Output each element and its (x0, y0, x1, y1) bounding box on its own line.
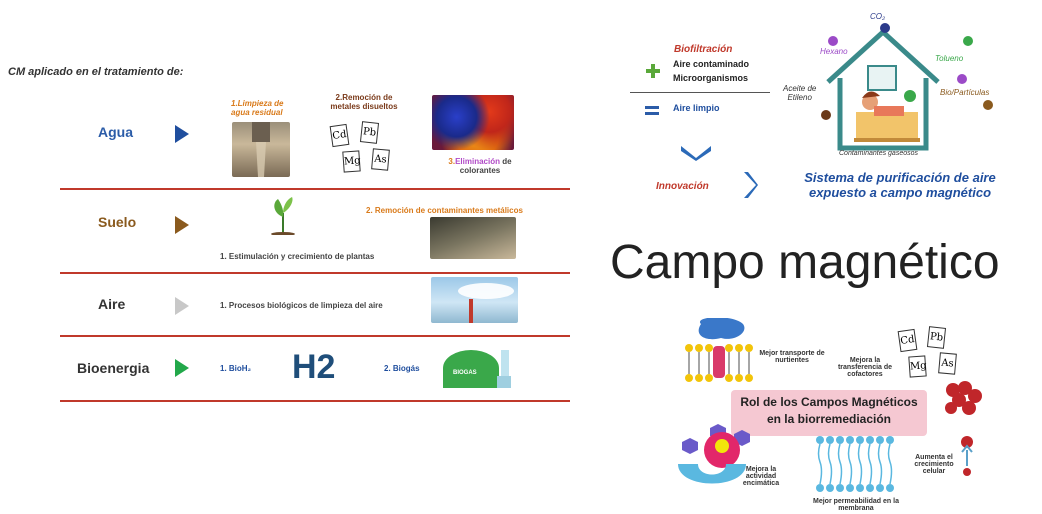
right-element-pb: Pb (926, 326, 947, 349)
row-divider-3 (60, 335, 570, 337)
flow-divider (630, 92, 770, 93)
aire-item1: 1. Procesos biológicos de limpieza del a… (220, 301, 383, 310)
suelo-item2: 2. Remoción de contaminantes metálicos (366, 206, 523, 215)
aceite-dot (821, 110, 831, 120)
arrow-agua-icon (175, 125, 189, 143)
campo-magnetico-title: Campo magnético (610, 236, 1000, 289)
row-label-bioenergia: Bioenergia (77, 360, 150, 376)
aumenta-label: Aumenta el crecimiento celular (914, 454, 954, 475)
wastewater-photo (232, 122, 290, 177)
aceite-label: Aceite de Etileno (783, 84, 816, 102)
row-divider-4 (60, 400, 570, 402)
bioenergia-item2: 2. Biogás (384, 364, 420, 373)
row-label-agua: Agua (98, 124, 133, 140)
contaminantes-label: Contaminantes gaseosos (839, 150, 918, 157)
mejor-permeabilidad-label: Mejor permeabilidad en la membrana (813, 498, 899, 512)
sistema-line2: expuesto a campo magnético (808, 185, 992, 200)
sistema-line1: Sistema de purificación de aire (804, 170, 996, 185)
dyes-photo (432, 95, 514, 150)
right-element-as: As (938, 352, 957, 375)
tolueno-label: Tolueno (935, 54, 964, 63)
aire-limpio-label: Aire limpio (673, 103, 720, 113)
aire-contaminado-label: Aire contaminado (673, 59, 750, 69)
h2-label: H2 (292, 348, 336, 386)
wastewater-pipe-icon (252, 122, 270, 177)
aceite-line2: Etileno (787, 93, 812, 102)
arrow-aire-icon (175, 297, 189, 315)
membrane-transport-icon (683, 317, 758, 393)
row-label-aire: Aire (98, 296, 126, 312)
element-as: As (371, 148, 390, 171)
arrow-bioenergia-icon (175, 359, 189, 377)
row-label-suelo: Suelo (98, 214, 137, 230)
agua-item3-a: Eliminación (455, 157, 500, 166)
right-element-mg: Mg (908, 355, 927, 378)
chevron-down-icon (681, 143, 711, 166)
mejor-transporte-label: Mejor transporte de nurtientes (759, 350, 825, 364)
smokestack-icon (458, 283, 514, 323)
element-pb: Pb (359, 121, 380, 144)
co2-label: CO₂ (870, 12, 886, 21)
bio-particulas-label: Bio/Partículas (940, 88, 990, 97)
sistema-label: Sistema de purificación de aire expuesto… (785, 170, 1015, 200)
growth-arrow-icon (959, 430, 979, 485)
agua-item3-b: de (502, 157, 512, 166)
bioenergia-item1: 1. BioH₂ (220, 364, 252, 373)
hexano-label: Hexano (820, 47, 848, 56)
mejora-transferencia-label: Mejora la transferencia de cofactores (837, 357, 893, 378)
chevron-right-icon (742, 172, 758, 203)
biogas-tank-icon (441, 340, 516, 395)
agua-item3-num: 3. (448, 157, 456, 166)
soil-photo (430, 217, 516, 259)
house-icon (818, 20, 948, 160)
tolueno-dot (963, 36, 973, 46)
bio-dot-1 (957, 74, 967, 84)
sprout-icon (268, 195, 298, 240)
equals-icon (645, 103, 659, 115)
agua-item3-c: colorantes (459, 166, 501, 175)
arrow-suelo-icon (175, 216, 189, 234)
rol-banner: Rol de los Campos Magnéticos en la biorr… (731, 390, 927, 436)
element-mg: Mg (342, 150, 361, 173)
row-divider-2 (60, 272, 570, 274)
enzyme-activity-icon (676, 420, 756, 500)
agua-item3: 3.Eliminación de colorantes (440, 157, 520, 175)
biogas-tank-label: BIOGAS (453, 370, 477, 376)
biofiltracion-label: Biofiltración (674, 44, 733, 55)
plus-icon (646, 64, 660, 78)
row-divider-1 (60, 188, 570, 190)
mejora-actividad-label: Mejora la actividad encimática (742, 466, 780, 487)
element-cd: Cd (329, 123, 350, 148)
rol-line2: en la biorremediación (766, 412, 892, 426)
co2-dot (880, 23, 890, 33)
rol-line1: Rol de los Campos Magnéticos (740, 395, 918, 409)
air-photo (431, 277, 518, 323)
agua-item1: 1.Limpieza de agua residual (231, 99, 284, 117)
left-panel-title: CM aplicado en el tratamiento de: (8, 66, 184, 78)
innovacion-label: Innovación (656, 181, 709, 192)
cell-cluster-icon (941, 380, 985, 425)
bio-dot-2 (983, 100, 993, 110)
membrane-permeability-icon (814, 434, 900, 499)
agua-item2: 2.Remoción de metales disueltos (330, 93, 398, 111)
right-element-cd: Cd (897, 328, 918, 353)
hexano-dot (828, 36, 838, 46)
microorganismos-label: Microorganismos (673, 73, 749, 83)
aceite-line1: Aceite de (783, 84, 817, 93)
suelo-item1: 1. Estimulación y crecimiento de plantas (220, 252, 375, 261)
